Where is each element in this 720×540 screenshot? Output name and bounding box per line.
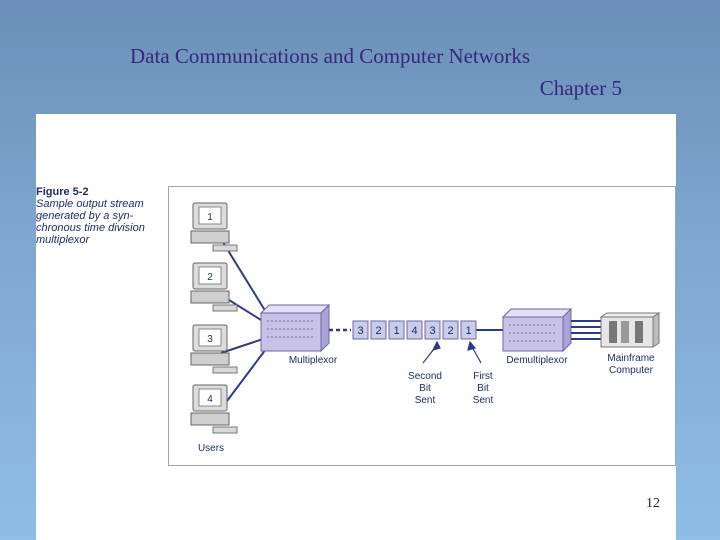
title-line-2: Chapter 5 — [539, 76, 622, 100]
stream-slot-label: 4 — [411, 325, 417, 337]
svg-text:Sent: Sent — [415, 395, 436, 406]
stream-slot — [460, 320, 477, 340]
demultiplexor-label: Demultiplexor — [506, 355, 568, 366]
mainframe-label-line-1: Mainframe — [607, 353, 655, 364]
demultiplexor-device: Demultiplexor — [501, 307, 573, 366]
user-4-number: 4 — [207, 394, 213, 405]
user-1-number: 1 — [207, 212, 213, 223]
computer-user-3: 3 — [190, 324, 238, 374]
stream-slot-label: 1 — [393, 325, 399, 337]
stream-slot-label: 2 — [447, 325, 453, 337]
tdm-diagram: 1 2 3 — [190, 202, 661, 454]
stream-slot — [370, 320, 387, 340]
stream-slot-label: 3 — [429, 325, 435, 337]
first-bit-sent-label: First Bit Sent — [473, 371, 494, 406]
figure-number: Figure 5-2 — [36, 186, 89, 198]
stream-slot-label: 3 — [357, 325, 363, 337]
stream-slot — [406, 320, 423, 340]
title-line-1: Data Communications and Computer Network… — [130, 44, 531, 68]
svg-text:Second: Second — [408, 371, 442, 382]
figure-caption: Figure 5-2 Sample output stream generate… — [36, 186, 164, 246]
svg-text:Bit: Bit — [477, 383, 489, 394]
computer-user-4: 4 — [190, 384, 238, 434]
slide-title: Data Communications and Computer Network… — [130, 40, 622, 104]
user-2-number: 2 — [207, 272, 213, 283]
svg-text:First: First — [473, 371, 493, 382]
multiplexor-device: Multiplexor — [259, 303, 338, 366]
stream-slot — [388, 320, 405, 340]
stream-slot — [442, 320, 459, 340]
mainframe-label-line-2: Computer — [609, 365, 654, 376]
users-label: Users — [198, 443, 224, 454]
page-number: 12 — [646, 496, 660, 511]
stream-slot-label: 2 — [375, 325, 381, 337]
mainframe-computer: Mainframe Computer — [599, 312, 661, 376]
mainframe-connection-lines — [571, 320, 601, 340]
stream-slot-label: 1 — [465, 325, 471, 337]
computer-user-1: 1 — [190, 202, 238, 252]
multiplexor-label: Multiplexor — [289, 355, 338, 366]
figure-caption-text: Sample output stream generated by a syn-… — [36, 198, 145, 246]
figure-box: 1 2 3 — [168, 186, 676, 466]
second-bit-sent-label: Second Bit Sent — [408, 371, 442, 406]
user-3-number: 3 — [207, 334, 213, 345]
computer-user-2: 2 — [190, 262, 238, 312]
svg-text:Bit: Bit — [419, 383, 431, 394]
stream-slot — [424, 320, 441, 340]
svg-text:Sent: Sent — [473, 395, 494, 406]
slide-content: Figure 5-2 Sample output stream generate… — [36, 114, 676, 540]
bit-arrows — [422, 340, 482, 364]
stream-slot — [352, 320, 369, 340]
user-computers: 1 2 3 — [190, 202, 238, 454]
